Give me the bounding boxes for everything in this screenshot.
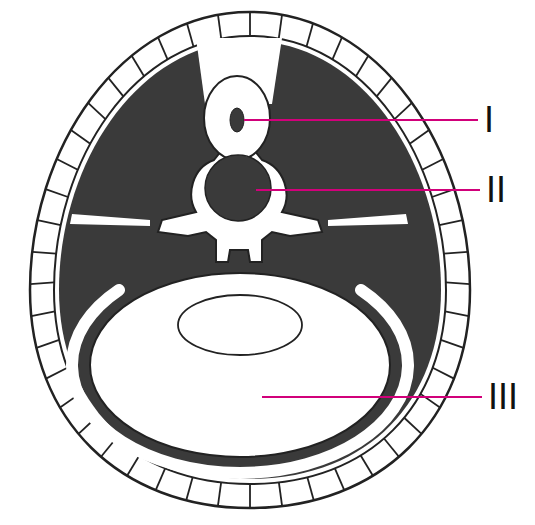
cell-wall	[108, 78, 123, 97]
gut-cavity	[178, 295, 302, 355]
cell-wall	[361, 455, 373, 475]
leader-line	[256, 189, 480, 191]
neural-tube	[204, 76, 270, 160]
cell-wall	[307, 477, 313, 500]
callout-number: II	[486, 172, 506, 208]
cell-wall	[395, 103, 412, 119]
cell-wall	[30, 282, 54, 284]
mesoderm	[59, 41, 441, 479]
cell-wall	[433, 368, 454, 379]
callout-number: I	[484, 102, 494, 138]
cell-wall	[410, 130, 429, 144]
cell-wall	[36, 340, 59, 348]
cell-wall	[218, 15, 221, 39]
cell-wall	[377, 78, 392, 97]
lateral-notch	[328, 214, 408, 226]
ectoderm-inner	[54, 36, 446, 484]
ectoderm-cells	[30, 12, 470, 508]
cell-wall	[46, 189, 68, 197]
cell-wall	[279, 15, 282, 39]
cell-wall	[37, 220, 60, 225]
cell-wall	[158, 37, 167, 59]
cell-wall	[446, 282, 470, 284]
cell-wall	[444, 252, 468, 254]
callout-number: III	[488, 379, 518, 415]
cell-wall	[279, 482, 282, 506]
cell-wall	[332, 37, 341, 59]
cell-wall	[422, 159, 443, 170]
cell-wall	[186, 477, 192, 500]
cell-wall	[445, 311, 469, 316]
cell-wall	[57, 159, 78, 170]
cell-wall	[441, 340, 464, 348]
sclerotome-space	[158, 150, 322, 262]
notochord	[205, 155, 271, 221]
cell-wall	[384, 438, 399, 456]
yolk-sac	[90, 273, 390, 457]
leader-line	[244, 119, 478, 121]
cell-wall	[32, 252, 56, 254]
cell-wall	[46, 368, 67, 379]
cell-wall	[127, 455, 139, 475]
cell-wall	[71, 130, 90, 144]
cell-wall	[439, 220, 462, 225]
cell-wall	[187, 23, 193, 46]
cell-wall	[156, 468, 165, 490]
lateral-notch	[70, 214, 150, 226]
cell-wall	[31, 311, 55, 316]
cell-wall	[88, 103, 105, 119]
neural-canal	[230, 108, 244, 132]
ectoderm-outer	[30, 12, 470, 508]
cell-wall	[307, 23, 313, 46]
cell-wall	[249, 484, 251, 508]
cell-wall	[356, 56, 368, 76]
cell-wall	[335, 468, 344, 490]
cell-wall	[420, 394, 439, 408]
cell-wall	[218, 482, 221, 506]
cell-wall	[404, 418, 421, 434]
leader-line	[262, 396, 482, 398]
cell-wall	[249, 12, 251, 36]
cell-wall	[132, 56, 144, 76]
